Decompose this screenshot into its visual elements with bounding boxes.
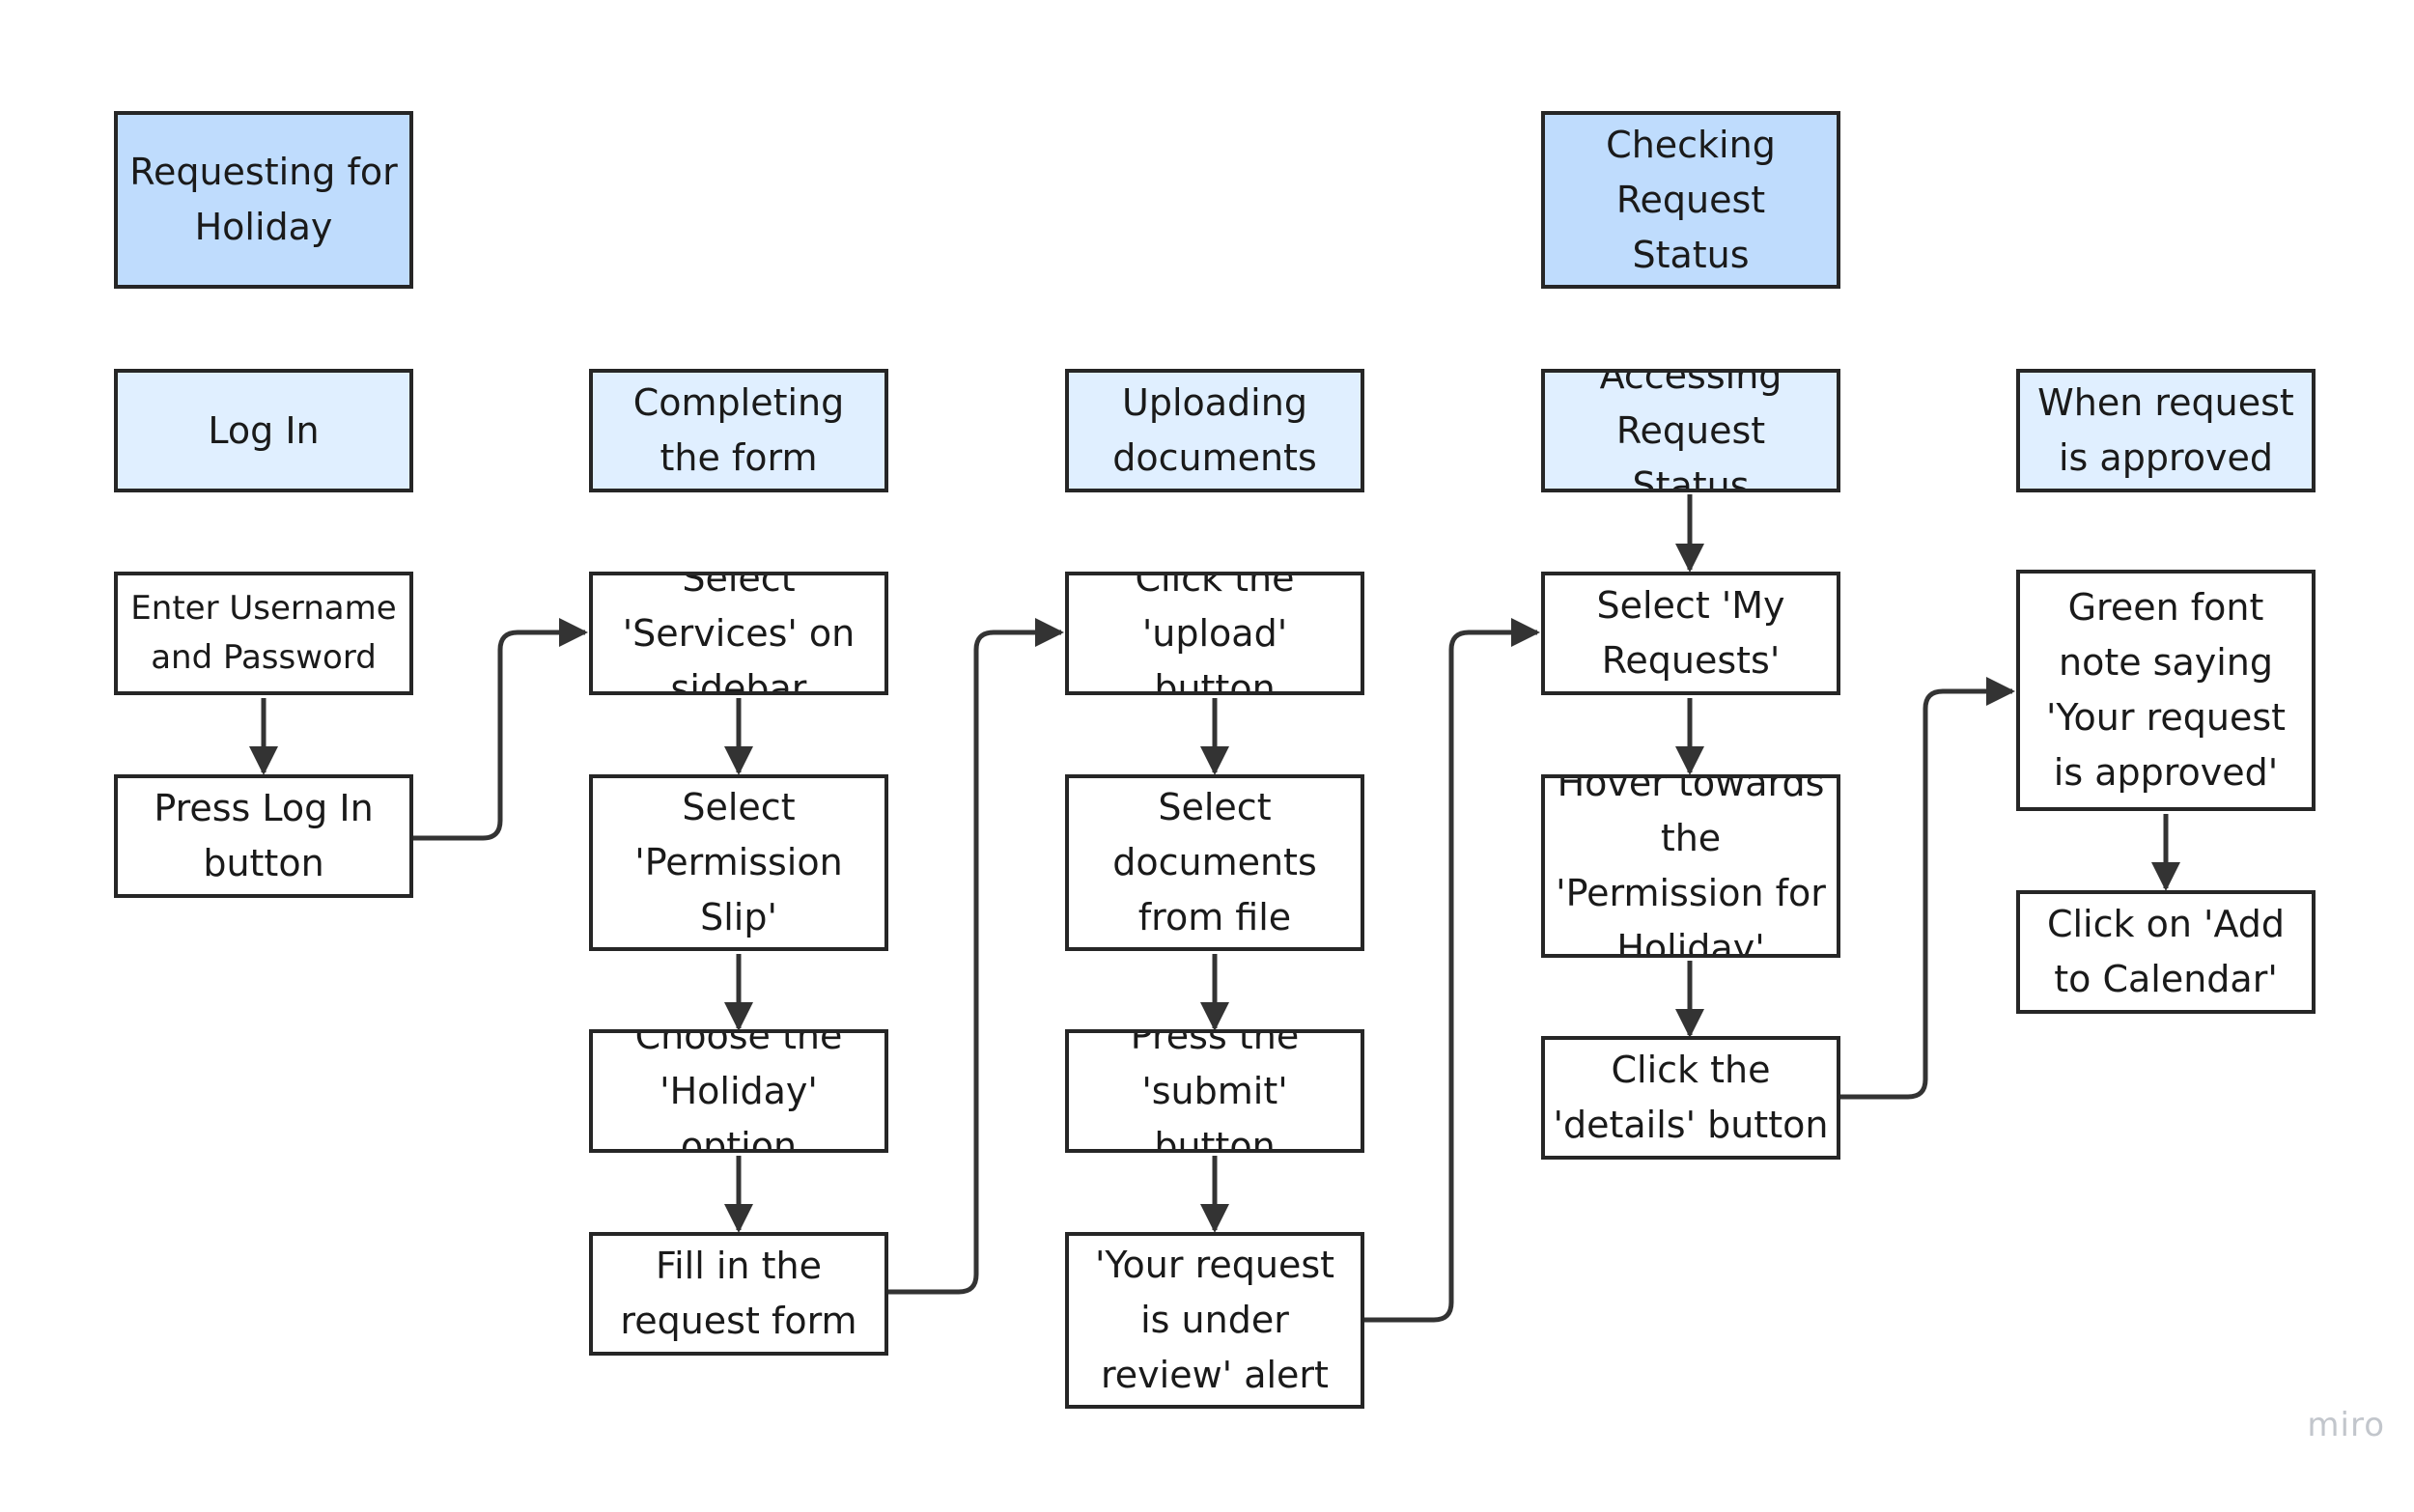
section-label: When request is approved: [2037, 381, 2294, 479]
arrow-fill-to-upload: [888, 618, 1064, 1295]
section-completing-the-form[interactable]: Completing the form: [589, 369, 888, 492]
step-label: Press the 'submit' button: [1130, 1029, 1300, 1153]
step-label: Select documents from file: [1112, 786, 1317, 938]
step-select-documents[interactable]: Select documents from file: [1065, 774, 1364, 951]
step-press-log-in[interactable]: Press Log In button: [114, 774, 413, 898]
step-label: Select 'My Requests': [1596, 584, 1785, 682]
title-requesting-for-holiday[interactable]: Requesting for Holiday: [114, 111, 413, 289]
step-click-upload[interactable]: Click the 'upload' button: [1065, 572, 1364, 695]
step-click-details[interactable]: Click the 'details' button: [1541, 1036, 1840, 1160]
section-label: Accessing Request Status: [1599, 369, 1782, 492]
step-under-review-alert[interactable]: 'Your request is under review' alert: [1065, 1232, 1364, 1409]
step-select-my-requests[interactable]: Select 'My Requests': [1541, 572, 1840, 695]
step-label: Green font note saying 'Your request is …: [2045, 586, 2287, 794]
step-select-permission-slip[interactable]: Select 'Permission Slip': [589, 774, 888, 951]
step-add-to-calendar[interactable]: Click on 'Add to Calendar': [2016, 890, 2316, 1014]
step-enter-username[interactable]: Enter Username and Password: [114, 572, 413, 695]
step-select-services[interactable]: Select 'Services' on sidebar: [589, 572, 888, 695]
section-label: Log In: [208, 408, 320, 452]
section-accessing-request-status[interactable]: Accessing Request Status: [1541, 369, 1840, 492]
step-label: Choose the 'Holiday' option: [634, 1029, 843, 1153]
step-label: Press Log In button: [154, 787, 374, 884]
step-label: Enter Username and Password: [130, 589, 397, 677]
title-label: Checking Request Status: [1606, 123, 1776, 276]
step-press-submit[interactable]: Press the 'submit' button: [1065, 1029, 1364, 1153]
step-fill-request-form[interactable]: Fill in the request form: [589, 1232, 888, 1356]
arrow-details-to-note: [1839, 677, 2015, 1100]
step-label: Fill in the request form: [620, 1245, 857, 1342]
step-label: Click the 'upload' button: [1135, 572, 1295, 695]
step-label: Hover towards the 'Permission for Holida…: [1556, 774, 1826, 958]
step-hover-permission[interactable]: Hover towards the 'Permission for Holida…: [1541, 774, 1840, 958]
arrow-alert-to-myrequests: [1363, 618, 1540, 1323]
title-label: Requesting for Holiday: [129, 151, 398, 248]
miro-watermark: miro: [2307, 1406, 2385, 1444]
step-label: Select 'Permission Slip': [634, 786, 843, 938]
step-choose-holiday[interactable]: Choose the 'Holiday' option: [589, 1029, 888, 1153]
step-label: Select 'Services' on sidebar: [622, 572, 856, 695]
section-label: Uploading documents: [1112, 381, 1317, 479]
title-checking-request-status[interactable]: Checking Request Status: [1541, 111, 1840, 289]
step-label: Click the 'details' button: [1553, 1049, 1829, 1146]
step-label: 'Your request is under review' alert: [1094, 1244, 1335, 1396]
section-when-approved[interactable]: When request is approved: [2016, 369, 2316, 492]
section-log-in[interactable]: Log In: [114, 369, 413, 492]
step-label: Click on 'Add to Calendar': [2046, 903, 2286, 1000]
section-uploading-documents[interactable]: Uploading documents: [1065, 369, 1364, 492]
arrow-login-to-services: [413, 618, 588, 841]
section-label: Completing the form: [632, 381, 845, 479]
step-green-font-note[interactable]: Green font note saying 'Your request is …: [2016, 570, 2316, 811]
